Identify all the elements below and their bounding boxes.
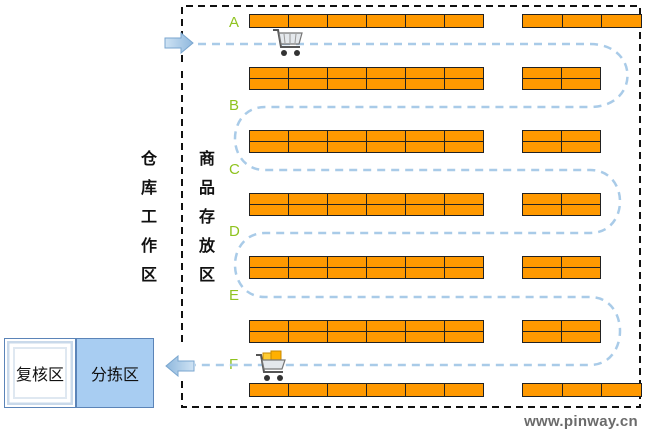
shelf-d-side <box>522 193 601 216</box>
sorting-zone-label: 分拣区 <box>90 365 139 384</box>
arrow-left-icon <box>165 355 195 377</box>
review-zone-label: 复核区 <box>15 365 64 384</box>
review-zone-frame <box>7 341 73 405</box>
watermark: www.pinway.cn <box>524 413 638 430</box>
shelf-a-main <box>249 14 484 28</box>
path-line <box>195 42 629 367</box>
shelf-b-side <box>522 67 601 90</box>
warehouse-work-zone-label: 仓库工作区 <box>140 149 157 284</box>
shelf-b-main <box>249 67 484 90</box>
shelf-c-main <box>249 130 484 153</box>
shelf-e-side <box>522 256 601 279</box>
aisle-label-a: A <box>229 14 240 31</box>
shelf-f-side <box>522 320 601 343</box>
shelf-e-main <box>249 256 484 279</box>
shelf-g-main <box>249 383 484 397</box>
aisle-label-b: B <box>229 97 240 114</box>
aisle-label-d: D <box>229 223 240 240</box>
shelf-d-main <box>249 193 484 216</box>
aisle-label-e: E <box>229 287 240 304</box>
aisle-label-c: C <box>229 161 240 178</box>
review-zone: 复核区 <box>4 338 76 408</box>
loaded-cart-icon <box>256 350 286 381</box>
shelf-c-side <box>522 130 601 153</box>
shelf-a-side <box>522 14 642 28</box>
arrow-right-icon <box>164 32 194 54</box>
sorting-zone: 分拣区 <box>76 338 154 408</box>
cart-icon <box>273 29 303 56</box>
shelf-g-side <box>522 383 642 397</box>
shelf-f-main <box>249 320 484 343</box>
storage-zone-label: 商品存放区 <box>198 149 215 284</box>
